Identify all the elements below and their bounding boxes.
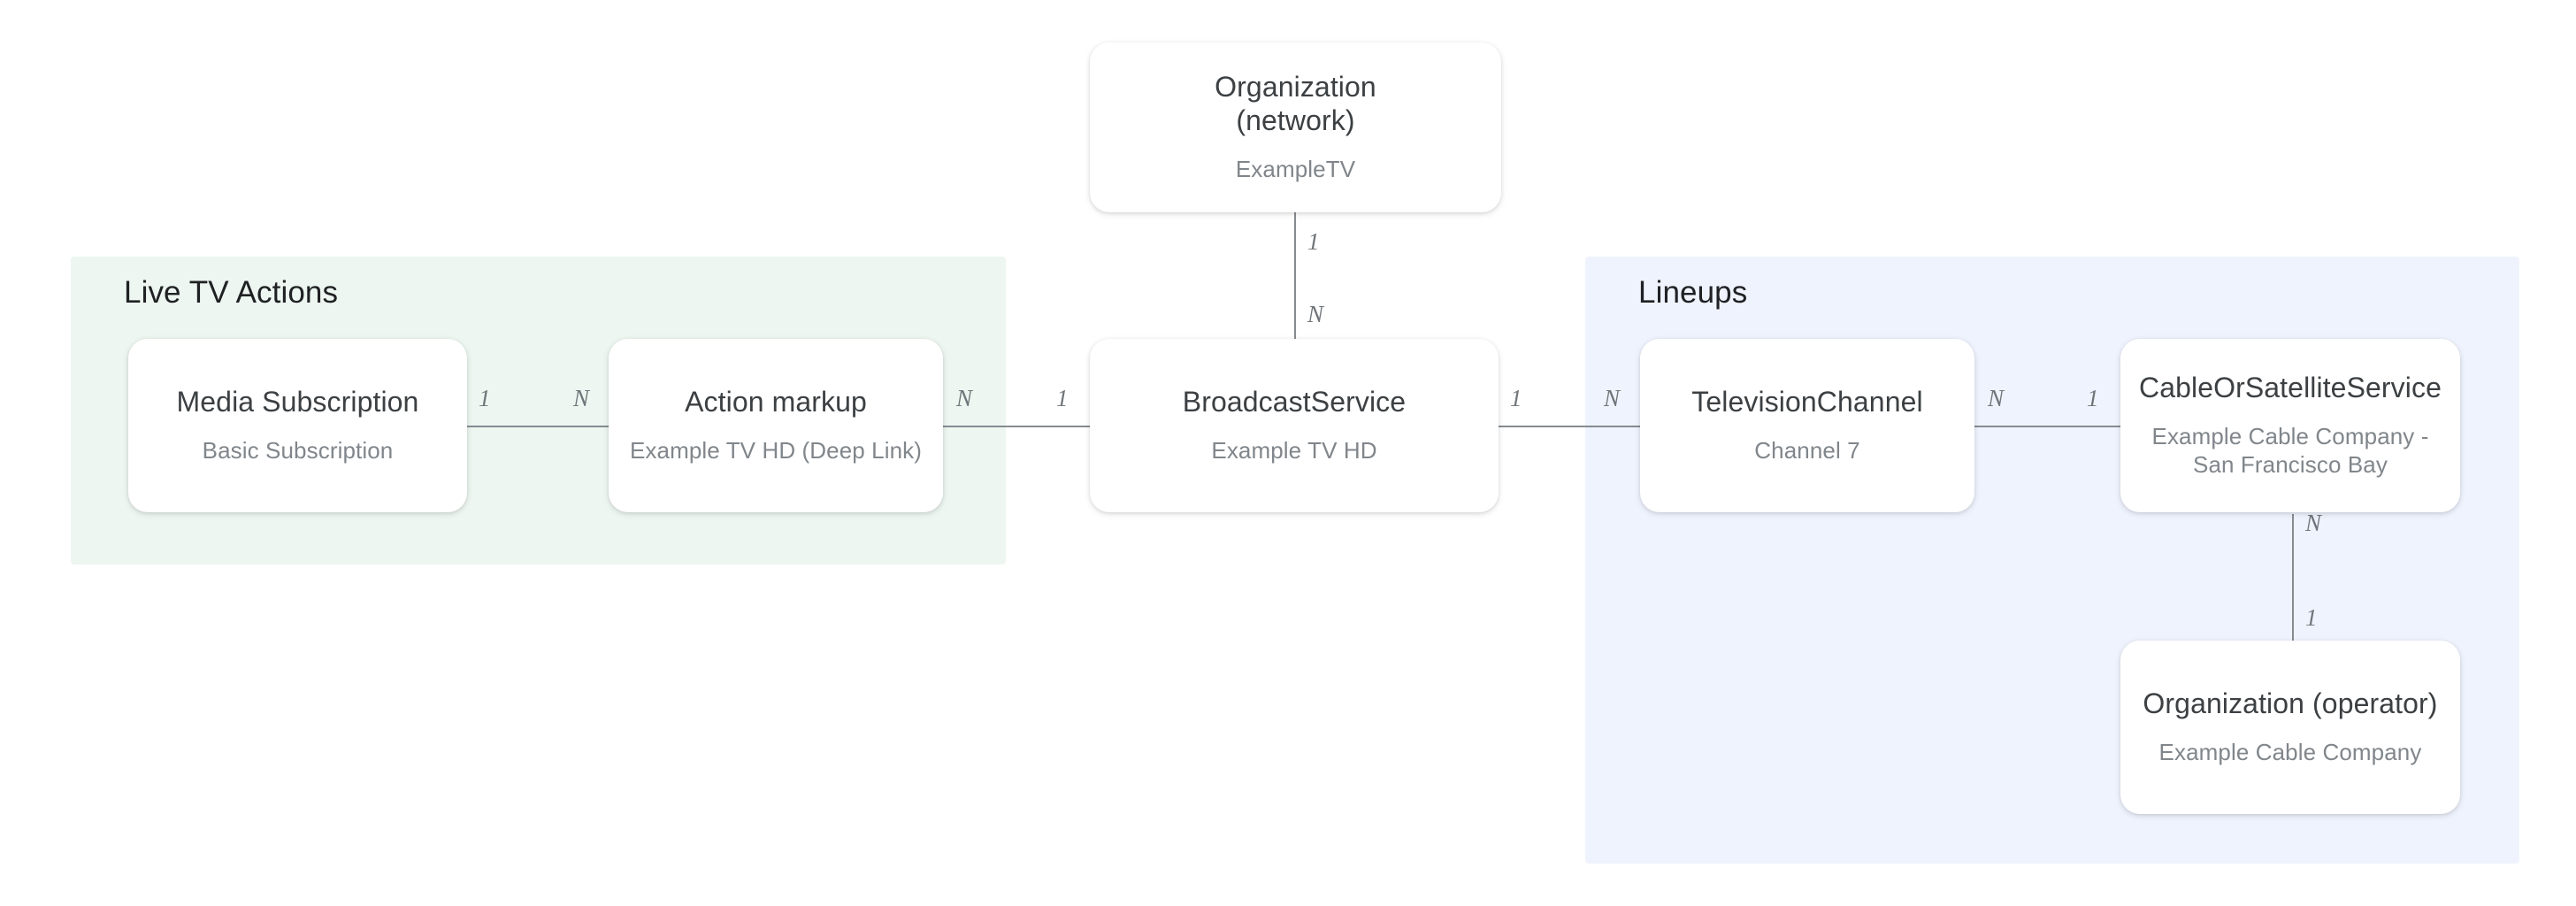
node-title-line1-organization-network: Organization bbox=[1215, 71, 1376, 104]
node-title-action-markup: Action markup bbox=[685, 386, 867, 418]
edge-label-media-subscription-source: 1 bbox=[479, 385, 491, 411]
node-organization-network[interactable]: Organization(network) ExampleTV bbox=[1090, 42, 1501, 212]
node-title-organization-operator: Organization (operator) bbox=[2143, 687, 2438, 720]
edge-label-organization-operator-target: 1 bbox=[2305, 604, 2318, 631]
edge-label-television-channel-target: N bbox=[1604, 385, 1621, 411]
edge-line-television-channel-to-cable-or-satellite-service bbox=[1974, 426, 2120, 427]
node-title-line2-organization-network: (network) bbox=[1236, 104, 1355, 137]
node-title-cable-or-satellite-service: CableOrSatelliteService bbox=[2138, 372, 2442, 404]
edge-label-broadcast-service-source: 1 bbox=[1510, 385, 1522, 411]
edge-label-cable-or-satellite-service-target: 1 bbox=[2087, 385, 2099, 411]
node-subtitle-cable-or-satellite-service: Example Cable Company -San Francisco Bay bbox=[2152, 423, 2429, 479]
edge-line-organization-network-to-broadcast-service bbox=[1294, 212, 1296, 339]
edge-line-broadcast-service-to-television-channel bbox=[1499, 426, 1640, 427]
group-title-live-tv-actions: Live TV Actions bbox=[124, 275, 339, 310]
node-title-organization-network: Organization(network) bbox=[1215, 71, 1376, 138]
node-subtitle-organization-operator: Example Cable Company bbox=[2158, 739, 2422, 766]
node-organization-operator[interactable]: Organization (operator) Example Cable Co… bbox=[2120, 641, 2460, 814]
edge-label-television-channel-source: N bbox=[1988, 385, 2005, 411]
edge-line-cable-or-satellite-service-to-organization-operator bbox=[2292, 514, 2294, 641]
edge-label-cable-or-satellite-service-source: N bbox=[2305, 510, 2322, 536]
node-subtitle-line2-cable-or-satellite-service: San Francisco Bay bbox=[2193, 450, 2388, 478]
node-title-broadcast-service: BroadcastService bbox=[1182, 386, 1407, 418]
node-cable-or-satellite-service[interactable]: CableOrSatelliteService Example Cable Co… bbox=[2120, 339, 2460, 512]
edge-line-media-subscription-to-action-markup bbox=[467, 426, 609, 427]
edge-label-broadcast-service-target-from-network: N bbox=[1307, 301, 1324, 327]
node-subtitle-organization-network: ExampleTV bbox=[1235, 155, 1356, 182]
node-subtitle-television-channel: Channel 7 bbox=[1754, 437, 1860, 465]
node-subtitle-line1-cable-or-satellite-service: Example Cable Company - bbox=[2151, 423, 2429, 450]
node-subtitle-broadcast-service: Example TV HD bbox=[1211, 437, 1377, 465]
node-subtitle-action-markup: Example TV HD (Deep Link) bbox=[629, 437, 923, 465]
node-title-television-channel: TelevisionChannel bbox=[1691, 386, 1923, 418]
node-television-channel[interactable]: TelevisionChannel Channel 7 bbox=[1640, 339, 1974, 512]
node-broadcast-service[interactable]: BroadcastService Example TV HD bbox=[1090, 339, 1499, 512]
node-media-subscription[interactable]: Media Subscription Basic Subscription bbox=[128, 339, 467, 512]
edge-label-broadcast-service-target: 1 bbox=[1056, 385, 1069, 411]
edge-line-action-markup-to-broadcast-service bbox=[943, 426, 1090, 427]
node-subtitle-media-subscription: Basic Subscription bbox=[202, 437, 394, 465]
node-action-markup[interactable]: Action markup Example TV HD (Deep Link) bbox=[609, 339, 943, 512]
edge-label-action-markup-source: N bbox=[956, 385, 973, 411]
edge-label-action-markup-target: N bbox=[573, 385, 590, 411]
group-title-lineups: Lineups bbox=[1638, 275, 1748, 310]
node-title-media-subscription: Media Subscription bbox=[176, 386, 419, 418]
edge-label-organization-network-source: 1 bbox=[1307, 228, 1320, 255]
